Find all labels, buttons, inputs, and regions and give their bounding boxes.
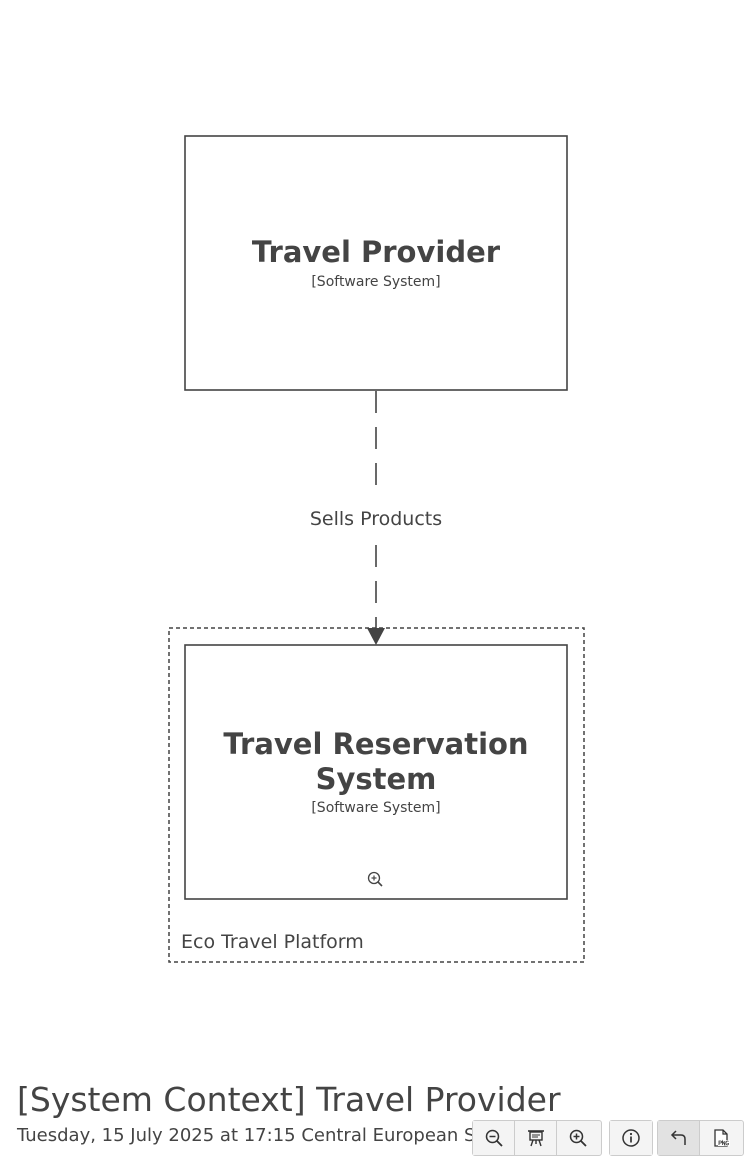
presentation-button[interactable] bbox=[515, 1121, 557, 1155]
diagram-title: [System Context] Travel Provider bbox=[17, 1080, 561, 1119]
boundary-eco-travel-platform[interactable]: Eco Travel Platform bbox=[168, 627, 585, 963]
element-travel-provider[interactable]: Travel Provider [Software System] bbox=[184, 135, 568, 391]
zoom-out-button[interactable] bbox=[473, 1121, 515, 1155]
element-name-line2: System bbox=[316, 762, 437, 796]
info-icon bbox=[622, 1129, 640, 1147]
element-type: [Software System] bbox=[311, 800, 440, 816]
boundary-box bbox=[168, 627, 585, 963]
diagram-svg: Eco Travel Platform Sells Products Trave… bbox=[168, 135, 585, 963]
relationship-sells-products[interactable]: Sells Products bbox=[310, 391, 442, 645]
relationship-arrowhead bbox=[367, 628, 385, 645]
element-travel-reservation-system[interactable]: Travel Reservation System [Software Syst… bbox=[184, 644, 568, 900]
export-toolbar bbox=[657, 1120, 744, 1156]
diagram-date: Tuesday, 15 July 2025 at 17:15 Central E… bbox=[17, 1125, 591, 1146]
zoom-in-button[interactable] bbox=[557, 1121, 599, 1155]
element-name-line1: Travel Reservation bbox=[223, 727, 528, 761]
element-box bbox=[184, 135, 568, 391]
zoom-out-icon bbox=[485, 1129, 503, 1147]
zoom-toolbar bbox=[472, 1120, 602, 1156]
info-toolbar bbox=[609, 1120, 653, 1156]
undo-icon bbox=[670, 1130, 686, 1145]
relationship-label: Sells Products bbox=[310, 508, 442, 530]
zoom-in-icon[interactable] bbox=[367, 871, 383, 887]
zoom-in-icon bbox=[569, 1129, 587, 1147]
presentation-icon bbox=[527, 1130, 544, 1147]
export-png-button[interactable] bbox=[700, 1121, 742, 1155]
element-box bbox=[184, 644, 568, 900]
element-type: [Software System] bbox=[311, 274, 440, 290]
export-png-icon bbox=[714, 1129, 730, 1147]
boundary-label: Eco Travel Platform bbox=[181, 931, 364, 953]
element-name: Travel Provider bbox=[252, 235, 501, 269]
undo-button[interactable] bbox=[658, 1121, 700, 1155]
info-button[interactable] bbox=[610, 1121, 652, 1155]
